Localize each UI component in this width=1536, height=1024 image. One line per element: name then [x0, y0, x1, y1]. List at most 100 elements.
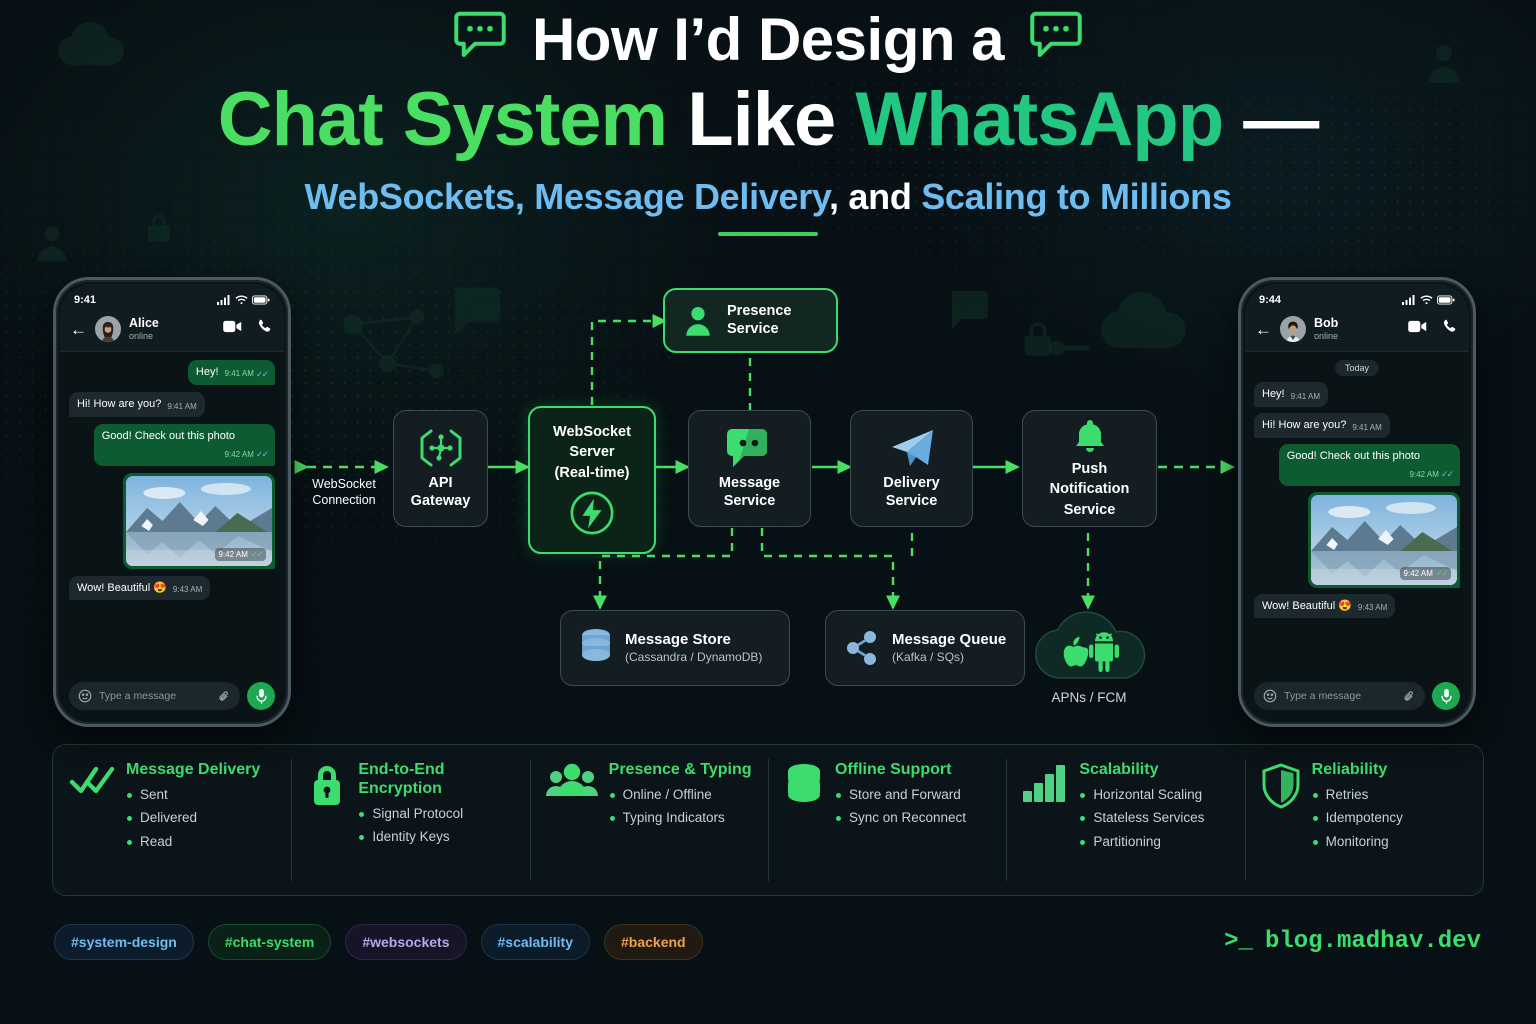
- chat-bubble-icon: [452, 10, 508, 70]
- chat-header-right: ← Bob online: [1245, 310, 1469, 352]
- message-bubble: Good! Check out this photo 9:42 AM✓✓: [93, 423, 275, 466]
- message-meta: 9:41 AM✓✓: [224, 369, 269, 380]
- node-subtitle: (Kafka / SQs): [892, 649, 965, 664]
- message-time: 9:41 AM: [1290, 391, 1320, 401]
- message-time: 9:43 AM: [172, 585, 203, 595]
- message-bubble: Good! Check out this photo 9:42 AM✓✓: [1278, 443, 1460, 486]
- day-separator-pill: Today: [1334, 360, 1380, 376]
- node-api-gateway[interactable]: API Gateway: [393, 410, 488, 527]
- message-meta: 9:41 AM: [1291, 392, 1320, 402]
- feature-item: Sent: [126, 783, 260, 807]
- node-apns-fcm-cloud[interactable]: [1030, 610, 1148, 682]
- message-bubble: Hey! 9:41 AM: [1254, 382, 1328, 407]
- message-input[interactable]: Type a message: [69, 682, 240, 710]
- photo-message-bubble[interactable]: 9:42 AM ✓✓: [123, 472, 275, 569]
- read-receipt-icon: ✓✓: [250, 548, 264, 559]
- feature-item: Delivered: [126, 806, 260, 830]
- emoji-icon[interactable]: [1263, 689, 1277, 703]
- message-time: 9:42 AM: [218, 549, 248, 559]
- feature-item: Monitoring: [1312, 830, 1403, 854]
- photo-message-bubble[interactable]: 9:42 AM ✓✓: [1308, 491, 1460, 588]
- feature-title: Scalability: [1079, 761, 1159, 778]
- message-time: 9:41 AM: [167, 401, 197, 411]
- battery-icon: [252, 295, 270, 305]
- composer-right: Type a message: [1245, 675, 1469, 720]
- title-line-1: How I’d Design a: [0, 10, 1536, 70]
- websocket-connection-label: WebSocket Connection: [285, 476, 403, 509]
- node-label-line2: Service: [885, 492, 938, 509]
- node-label-line2: Server: [569, 444, 615, 461]
- title-line-2: Chat System Like WhatsApp —: [0, 80, 1536, 160]
- tag-scalability[interactable]: #scalability: [480, 924, 590, 960]
- message-meta: 9:42 AM✓✓: [224, 449, 269, 460]
- chat-messages-left: Hey! 9:41 AM✓✓ Hi! How are you? 9:41 AM …: [60, 352, 284, 675]
- node-presence-service[interactable]: Presence Service: [663, 288, 838, 353]
- double-check-icon: [69, 761, 115, 885]
- phone-mockup-right: 9:44 ← Bob online Tod: [1238, 277, 1476, 727]
- user-icon: [686, 306, 710, 336]
- tag-backend[interactable]: #backend: [604, 924, 703, 960]
- photo-attachment: [1311, 494, 1457, 585]
- feature-items: Horizontal Scaling Stateless Services Pa…: [1079, 783, 1204, 854]
- message-time: 9:42 AM: [224, 449, 254, 459]
- attachment-icon[interactable]: [1403, 690, 1416, 703]
- message-time: 9:42 AM: [1409, 469, 1439, 479]
- footer-blog-url[interactable]: >_ blog.madhav.dev: [1224, 928, 1481, 955]
- feature-item: Typing Indicators: [609, 806, 752, 830]
- node-delivery-service[interactable]: Delivery Service: [850, 410, 973, 527]
- emoji-icon[interactable]: [78, 689, 92, 703]
- feature-items: Online / Offline Typing Indicators: [609, 783, 752, 830]
- status-bar-right: 9:44: [1245, 284, 1469, 310]
- node-websocket-server[interactable]: WebSocket Server (Real-time): [528, 406, 656, 554]
- title-underline-rule: [718, 231, 818, 236]
- node-subtitle: (Cassandra / DynamoDB): [625, 649, 763, 664]
- voice-record-button[interactable]: [247, 682, 275, 710]
- feature-offline-support: Offline Support Store and Forward Sync o…: [767, 745, 1006, 895]
- feature-item: Identity Keys: [358, 825, 463, 849]
- voice-call-icon[interactable]: [1442, 319, 1457, 339]
- attachment-icon[interactable]: [218, 690, 231, 703]
- voice-record-button[interactable]: [1432, 682, 1460, 710]
- message-bubble: Hey! 9:41 AM✓✓: [187, 360, 275, 385]
- feature-item: Signal Protocol: [358, 802, 463, 826]
- database-stack-icon: [784, 761, 824, 885]
- node-label-line1: Message: [718, 475, 781, 492]
- tag-websockets[interactable]: #websockets: [345, 924, 467, 960]
- node-message-service[interactable]: Message Service: [688, 410, 811, 527]
- feature-item: Horizontal Scaling: [1079, 783, 1204, 807]
- microphone-icon: [255, 688, 267, 704]
- feature-item: Online / Offline: [609, 783, 752, 807]
- message-time: 9:41 AM: [1352, 422, 1382, 432]
- tag-chat-system[interactable]: #chat-system: [207, 924, 332, 960]
- tag-system-design[interactable]: #system-design: [54, 924, 194, 960]
- feature-title: Message Delivery: [126, 761, 261, 778]
- title-chat-system: Chat System: [217, 77, 688, 162]
- title-line-1-text: How I’d Design a: [531, 6, 1005, 73]
- bell-icon: [1075, 420, 1104, 453]
- message-time: 9:41 AM: [224, 369, 254, 379]
- peer-name: Alice: [129, 316, 159, 331]
- feature-items: Retries Idempotency Monitoring: [1312, 783, 1403, 854]
- feature-item: Retries: [1312, 783, 1403, 807]
- feature-items: Signal Protocol Identity Keys: [358, 802, 463, 849]
- feature-title-line2: Encryption: [358, 779, 442, 797]
- voice-call-icon[interactable]: [257, 319, 272, 339]
- message-text: Wow! Beautiful 😍: [1262, 599, 1352, 612]
- lightning-bolt-icon: [570, 491, 614, 535]
- wifi-icon: [1420, 295, 1433, 305]
- message-input[interactable]: Type a message: [1254, 682, 1425, 710]
- back-arrow-icon[interactable]: ←: [70, 319, 87, 339]
- back-arrow-icon[interactable]: ←: [1255, 319, 1272, 339]
- node-message-store[interactable]: Message Store (Cassandra / DynamoDB): [560, 610, 790, 686]
- video-call-icon[interactable]: [223, 320, 242, 338]
- read-receipt-icon: ✓✓: [1435, 567, 1449, 578]
- wifi-icon: [235, 295, 248, 305]
- node-label-line1: Push: [1071, 461, 1108, 478]
- message-meta: 9:41 AM: [1352, 423, 1381, 433]
- apns-fcm-label: APNs / FCM: [1051, 690, 1127, 705]
- message-meta: 9:43 AM: [1358, 603, 1387, 613]
- cloud-icon: [1035, 611, 1146, 679]
- video-call-icon[interactable]: [1408, 320, 1427, 338]
- node-push-notification-service[interactable]: Push Notification Service: [1022, 410, 1157, 527]
- node-message-queue[interactable]: Message Queue (Kafka / SQs): [825, 610, 1025, 686]
